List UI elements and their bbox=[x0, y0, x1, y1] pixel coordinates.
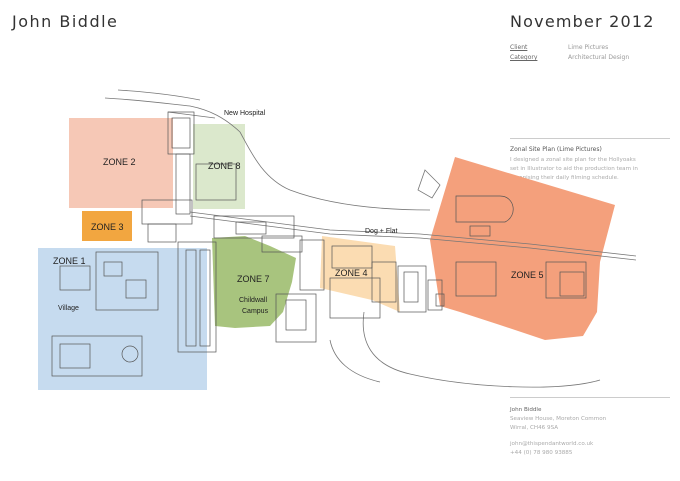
village-label: Village bbox=[58, 305, 79, 312]
project-title: Zonal Site Plan (Lime Pictures) bbox=[510, 146, 602, 153]
meta-block: Client Lime Pictures Category Architectura… bbox=[510, 43, 629, 63]
description-line: organising their daily filming schedule. bbox=[510, 175, 619, 181]
campus-label: Campus bbox=[242, 308, 269, 315]
zone-5-area bbox=[430, 157, 615, 340]
divider-top bbox=[510, 138, 670, 139]
zone-7-area bbox=[212, 236, 296, 328]
contact-address-1: Seaview House, Moreton Common bbox=[510, 416, 607, 422]
client-value: Lime Pictures bbox=[568, 44, 609, 51]
project-description: I designed a zonal site plan for the Hol… bbox=[510, 156, 660, 183]
page-date: November 2012 bbox=[510, 12, 655, 31]
zone-1-label: ZONE 1 bbox=[53, 256, 86, 266]
zone-4-label: ZONE 4 bbox=[335, 268, 368, 278]
description-line: I designed a zonal site plan for the Hol… bbox=[510, 157, 636, 163]
description-line: set in Illustrator to aid the production… bbox=[510, 166, 638, 172]
dog-flat-label: Dog + Flat bbox=[365, 228, 398, 235]
author-name: John Biddle bbox=[12, 12, 119, 31]
contact-phone: +44 (0) 78 980 93885 bbox=[510, 450, 573, 456]
zone-2-label: ZONE 2 bbox=[103, 157, 136, 167]
client-label: Client bbox=[510, 44, 528, 51]
divider-bottom bbox=[510, 397, 670, 398]
zone-3-area bbox=[82, 211, 132, 241]
contact-email: john@thispendantworld.co.uk bbox=[510, 441, 594, 447]
zone-7-label: ZONE 7 bbox=[237, 274, 270, 284]
zone-8-label: ZONE 8 bbox=[208, 161, 241, 171]
zone-1-area bbox=[38, 248, 207, 390]
zone-3-label: ZONE 3 bbox=[91, 222, 124, 232]
childwall-label: Childwall bbox=[239, 297, 267, 304]
category-label: Category bbox=[510, 54, 538, 61]
category-value: Architectural Design bbox=[568, 54, 630, 61]
contact-block: John Biddle Seaview House, Moreton Commo… bbox=[510, 406, 606, 458]
new-hospital-label: New Hospital bbox=[224, 110, 266, 117]
zone-2-area bbox=[69, 118, 173, 208]
contact-address-2: Wirral, CH46 9SA bbox=[510, 425, 559, 431]
contact-name: John Biddle bbox=[510, 407, 542, 413]
zone-5-label: ZONE 5 bbox=[511, 270, 544, 280]
